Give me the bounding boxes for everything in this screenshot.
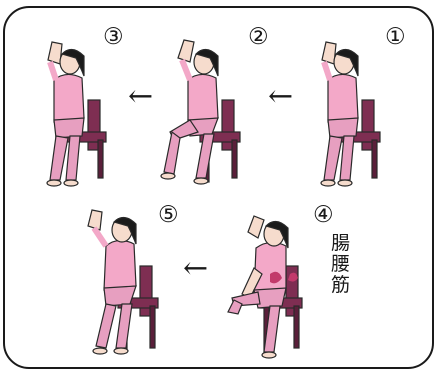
exercise-figure-5 — [87, 209, 159, 355]
arrow-left-icon: ← — [268, 79, 294, 114]
exercise-figure-4 — [227, 215, 303, 359]
step-number-2: ② — [248, 24, 269, 50]
arrow-left-icon: ← — [128, 79, 154, 114]
muscle-label: 腸腰筋 — [331, 232, 351, 296]
arrow-left-icon: ← — [183, 251, 209, 286]
exercise-figure-1 — [320, 41, 381, 187]
step-number-1: ① — [385, 24, 406, 50]
step-number-5: ⑤ — [158, 202, 179, 228]
exercise-figure-3 — [46, 41, 107, 187]
step-number-4: ④ — [313, 202, 334, 228]
step-number-3: ③ — [103, 24, 124, 50]
exercise-figure-2 — [160, 39, 241, 185]
